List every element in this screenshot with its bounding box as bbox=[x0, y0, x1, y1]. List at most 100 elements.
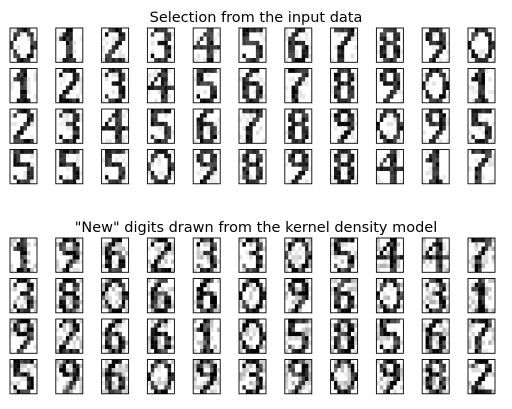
pixel bbox=[249, 319, 253, 324]
digit-frame bbox=[238, 27, 267, 63]
digit-frame bbox=[375, 27, 404, 63]
pixel bbox=[104, 376, 109, 382]
pixel bbox=[425, 363, 430, 369]
pixel bbox=[484, 109, 489, 114]
pixel bbox=[262, 94, 267, 99]
pixel bbox=[111, 242, 116, 247]
pixel bbox=[203, 340, 207, 345]
pixel bbox=[425, 250, 430, 256]
pixel bbox=[62, 304, 67, 309]
pixel bbox=[259, 291, 263, 296]
pixel bbox=[150, 344, 155, 350]
pixel bbox=[442, 246, 446, 251]
pixel bbox=[393, 36, 397, 41]
pixel bbox=[383, 246, 387, 251]
pixel bbox=[69, 291, 73, 296]
pixel bbox=[376, 359, 380, 364]
pixel bbox=[305, 372, 309, 377]
pixel bbox=[305, 363, 309, 369]
pixel bbox=[65, 250, 70, 256]
pixel bbox=[55, 268, 60, 273]
pixel bbox=[344, 238, 348, 243]
pixel bbox=[340, 121, 345, 127]
pixel bbox=[252, 372, 256, 377]
pixel bbox=[125, 368, 129, 373]
pixel bbox=[72, 40, 77, 46]
pixel bbox=[26, 340, 31, 345]
digit-image bbox=[192, 108, 221, 144]
digit-frame bbox=[9, 149, 38, 185]
pixel bbox=[308, 242, 312, 247]
pixel bbox=[333, 376, 338, 382]
pixel bbox=[298, 238, 302, 243]
pixel bbox=[432, 98, 436, 103]
pixel bbox=[288, 117, 292, 122]
pixel bbox=[344, 385, 348, 390]
pixel bbox=[347, 130, 351, 135]
pixel bbox=[284, 291, 289, 296]
pixel bbox=[350, 134, 355, 140]
pixel bbox=[428, 389, 433, 394]
pixel bbox=[288, 359, 292, 364]
pixel bbox=[474, 32, 479, 37]
digit-frame bbox=[330, 149, 359, 185]
pixel bbox=[104, 295, 109, 301]
pixel bbox=[491, 246, 496, 251]
digit-frame bbox=[101, 318, 130, 354]
pixel bbox=[23, 376, 27, 382]
pixel bbox=[213, 295, 217, 301]
pixel bbox=[344, 372, 348, 377]
pixel bbox=[439, 58, 443, 63]
pixel bbox=[291, 368, 296, 373]
pixel bbox=[354, 349, 358, 354]
pixel bbox=[337, 32, 341, 37]
pixel bbox=[340, 81, 345, 86]
pixel bbox=[150, 170, 155, 176]
pixel bbox=[474, 179, 479, 184]
pixel bbox=[298, 109, 302, 114]
pixel bbox=[425, 323, 430, 328]
pixel bbox=[104, 291, 109, 296]
pixel bbox=[203, 344, 207, 350]
pixel bbox=[249, 380, 253, 386]
pixel bbox=[474, 149, 479, 154]
pixel bbox=[196, 363, 201, 369]
pixel bbox=[206, 385, 211, 390]
pixel bbox=[121, 139, 126, 144]
pixel bbox=[111, 268, 116, 273]
pixel bbox=[13, 385, 17, 390]
pixel bbox=[76, 291, 80, 296]
pixel bbox=[386, 98, 390, 103]
pixel bbox=[435, 250, 440, 256]
pixel bbox=[79, 340, 83, 345]
pixel bbox=[245, 134, 250, 140]
pixel bbox=[386, 385, 390, 390]
pixel bbox=[16, 380, 21, 386]
pixel bbox=[196, 72, 201, 78]
pixel bbox=[379, 363, 384, 369]
pixel bbox=[216, 32, 221, 37]
pixel bbox=[301, 268, 306, 273]
pixel bbox=[203, 363, 207, 369]
digit-image bbox=[330, 318, 359, 354]
pixel bbox=[115, 98, 119, 103]
pixel bbox=[350, 153, 355, 159]
pixel bbox=[193, 349, 197, 354]
pixel bbox=[104, 255, 109, 260]
pixel bbox=[157, 238, 161, 243]
pixel bbox=[333, 238, 338, 243]
pixel bbox=[69, 299, 73, 305]
pixel bbox=[393, 308, 397, 313]
pixel bbox=[76, 376, 80, 382]
pixel bbox=[20, 250, 24, 256]
pixel bbox=[255, 323, 260, 328]
pixel bbox=[435, 134, 440, 140]
pixel bbox=[160, 349, 165, 354]
pixel bbox=[478, 49, 482, 54]
pixel bbox=[203, 45, 207, 50]
pixel bbox=[301, 53, 306, 59]
pixel bbox=[340, 85, 345, 91]
pixel bbox=[262, 287, 267, 292]
pixel bbox=[474, 72, 479, 78]
pixel bbox=[344, 349, 348, 354]
